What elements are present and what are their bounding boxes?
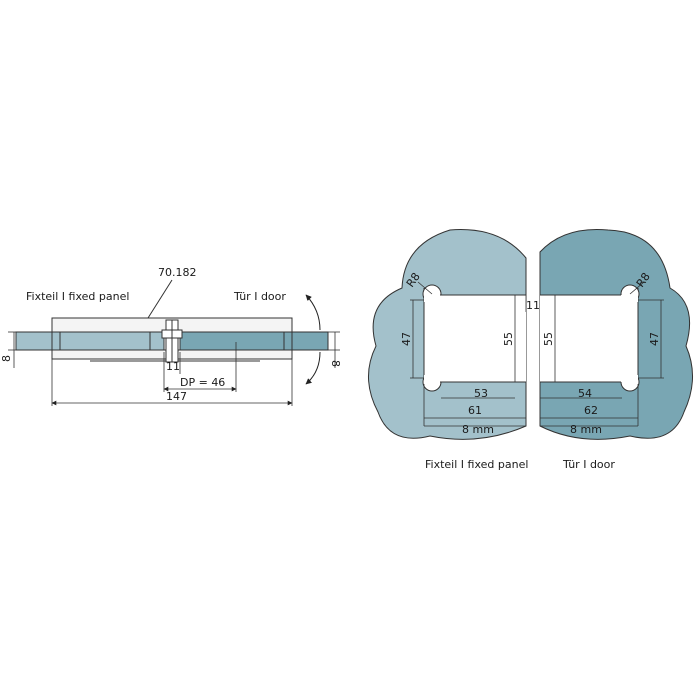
- label-door: Tür I door: [233, 290, 286, 303]
- dim-fixed-61: 61: [468, 404, 482, 417]
- dim-glass-right: 8: [329, 360, 342, 367]
- dim-fixed-53: 53: [474, 387, 488, 400]
- dim-total: 147: [166, 390, 187, 403]
- dim-door-55: 55: [542, 332, 555, 346]
- swing-arrow-down: [305, 351, 321, 385]
- cutout-door: R8 47 55 54 62 8 mm Tür I door: [539, 228, 694, 471]
- dim-door-thickness: 8 mm: [570, 423, 602, 436]
- dim-dp: DP = 46: [180, 376, 225, 389]
- dim-gap-side: 11: [166, 360, 180, 373]
- cutout-gap: 11: [525, 295, 541, 312]
- dim-fixed-thickness: 8 mm: [462, 423, 494, 436]
- door-glass-side: [179, 331, 329, 351]
- dim-glass-left: 8: [0, 355, 13, 362]
- label-fixed-panel: Fixteil I fixed panel: [26, 290, 129, 303]
- cutout-fixed-panel: R8 47 55 53 61 8 mm Fixteil I fixed pane…: [367, 229, 528, 471]
- dim-fixed-47: 47: [400, 332, 413, 346]
- dim-fixed-55: 55: [502, 332, 515, 346]
- dim-cutout-gap: 11: [526, 299, 540, 312]
- caption-fixed-panel: Fixteil I fixed panel: [425, 458, 528, 471]
- dim-door-62: 62: [584, 404, 598, 417]
- swing-arrow-up: [305, 294, 321, 331]
- fixed-glass-side: [15, 331, 165, 351]
- side-view: 70.182 Fixteil I fixed panel Tür I door …: [0, 266, 342, 406]
- part-number: 70.182: [158, 266, 197, 279]
- caption-door: Tür I door: [562, 458, 615, 471]
- dim-door-47: 47: [648, 332, 661, 346]
- dim-door-54: 54: [578, 387, 592, 400]
